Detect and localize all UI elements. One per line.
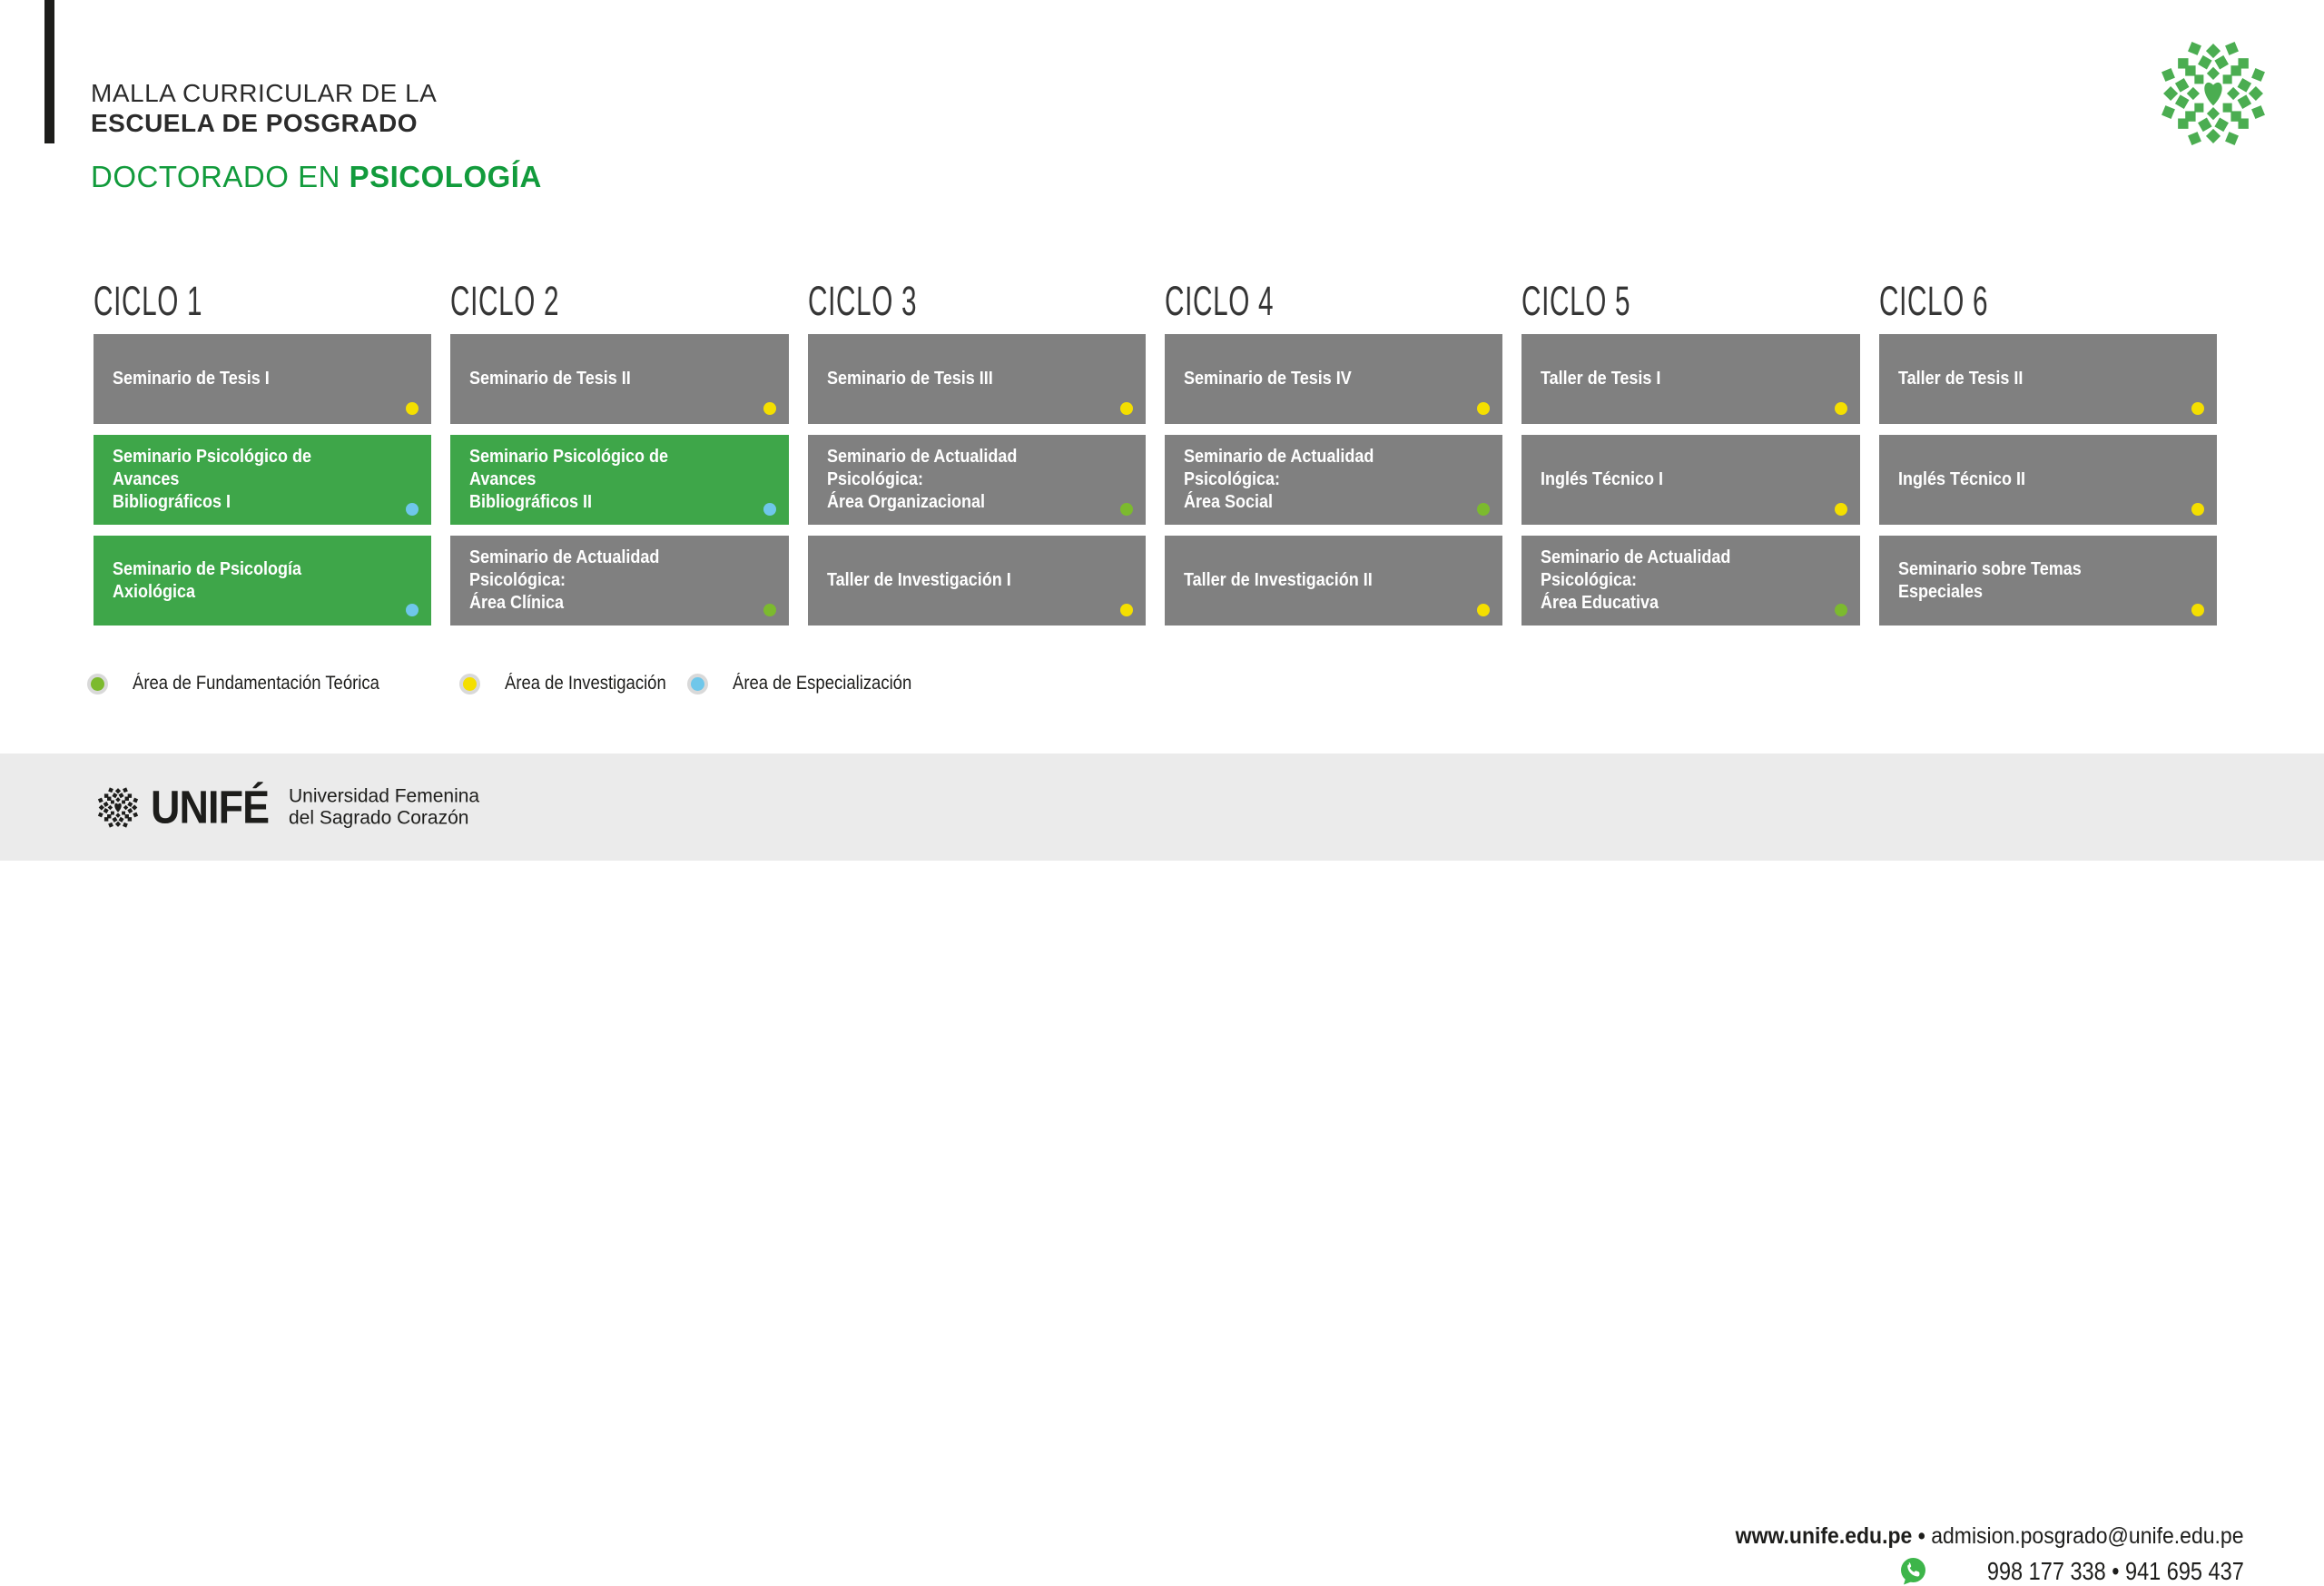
- course-card: Seminario Psicológico de Avances Bibliog…: [450, 435, 789, 525]
- area-dot: [2191, 604, 2204, 616]
- area-dot: [1834, 402, 1847, 415]
- cycle-column-5: CICLO 5 Taller de Tesis I Inglés Técnico…: [1521, 278, 1860, 626]
- unife-mandala-logo-icon: [94, 783, 142, 831]
- area-dot: [763, 503, 776, 516]
- area-dot: [1834, 503, 1847, 516]
- area-dot: [763, 604, 776, 616]
- cycle-column-1: CICLO 1 Seminario de Tesis I Seminario P…: [94, 278, 432, 626]
- cycle-label: CICLO 1: [94, 278, 203, 324]
- brand-wordmark: UNIFÉ: [151, 781, 270, 833]
- area-dot: [406, 402, 419, 415]
- cycle-label: CICLO 6: [1878, 278, 1988, 324]
- legend-dot-green: [87, 673, 108, 694]
- accent-bar: [44, 0, 54, 143]
- area-dot: [1120, 503, 1133, 516]
- footer-brand-group: UNIFÉ Universidad Femenina del Sagrado C…: [94, 781, 479, 834]
- course-card: Seminario de Actualidad Psicológica: Áre…: [1521, 536, 1860, 626]
- org-name: Universidad Femenina del Sagrado Corazón: [289, 785, 480, 828]
- legend-item-teorica: Área de Fundamentación Teórica: [87, 673, 413, 694]
- legend-item-investigacion: Área de Investigación: [459, 673, 688, 694]
- cycle-label: CICLO 2: [450, 278, 560, 324]
- course-card: Seminario de Tesis III: [807, 334, 1146, 424]
- course-card: Seminario de Tesis IV: [1165, 334, 1503, 424]
- course-card: Inglés Técnico II: [1878, 435, 2217, 525]
- cycle-label: CICLO 5: [1521, 278, 1631, 324]
- curriculum-grid: CICLO 1 Seminario de Tesis I Seminario P…: [94, 281, 2217, 626]
- phone-numbers: 998 177 338 • 941 695 437: [1987, 1556, 2244, 1585]
- program-prefix: DOCTORADO EN: [91, 160, 350, 193]
- area-dot: [763, 402, 776, 415]
- area-dot: [1120, 402, 1133, 415]
- program-title: DOCTORADO EN PSICOLOGÍA: [91, 160, 542, 194]
- kicker-line2: ESCUELA DE POSGRADO: [91, 109, 419, 137]
- unife-mandala-logo-icon: [2152, 33, 2274, 154]
- course-card: Taller de Tesis II: [1878, 334, 2217, 424]
- cycle-column-6: CICLO 6 Taller de Tesis II Inglés Técnic…: [1878, 278, 2217, 626]
- website-link: www.unife.edu.pe: [1736, 1523, 1913, 1549]
- area-dot: [406, 503, 419, 516]
- area-dot: [2191, 402, 2204, 415]
- course-card: Taller de Investigación II: [1165, 536, 1503, 626]
- footer-band: UNIFÉ Universidad Femenina del Sagrado C…: [0, 754, 2324, 1585]
- course-card: Seminario de Tesis I: [94, 334, 432, 424]
- contact-line: www.unife.edu.pe • admision.posgrado@uni…: [1736, 1523, 2244, 1549]
- area-dot: [1477, 503, 1491, 516]
- cycle-label: CICLO 4: [1165, 278, 1275, 324]
- cycle-column-3: CICLO 3 Seminario de Tesis III Seminario…: [807, 278, 1146, 626]
- area-dot: [1120, 604, 1133, 616]
- course-card: Seminario de Actualidad Psicológica: Áre…: [1165, 435, 1503, 525]
- course-card: Inglés Técnico I: [1521, 435, 1860, 525]
- whatsapp-icon: [1898, 1556, 1928, 1586]
- course-card: Seminario Psicológico de Avances Bibliog…: [94, 435, 432, 525]
- course-card: Seminario sobre Temas Especiales: [1878, 536, 2217, 626]
- poster-kicker: MALLA CURRICULAR DE LA ESCUELA DE POSGRA…: [91, 78, 437, 138]
- legend-dot-blue: [687, 673, 708, 694]
- legend-dot-yellow: [459, 673, 480, 694]
- legend-item-especializacion: Área de Especialización: [687, 673, 936, 694]
- course-card: Seminario de Tesis II: [450, 334, 789, 424]
- area-dot: [406, 604, 419, 616]
- email-address: admision.posgrado@unife.edu.pe: [1931, 1523, 2244, 1549]
- phone-line: 998 177 338 • 941 695 437: [1691, 1556, 2244, 1586]
- cycle-column-2: CICLO 2 Seminario de Tesis II Seminario …: [450, 278, 789, 626]
- area-dot: [1477, 604, 1491, 616]
- area-dot: [1834, 604, 1847, 616]
- kicker-line1: MALLA CURRICULAR DE LA: [91, 79, 438, 107]
- course-card: Taller de Investigación I: [807, 536, 1146, 626]
- cycle-label: CICLO 3: [807, 278, 917, 324]
- area-legend: Área de Fundamentación Teórica Área de I…: [0, 673, 2324, 696]
- program-name: PSICOLOGÍA: [349, 160, 542, 193]
- course-card: Seminario de Psicología Axiológica: [94, 536, 432, 626]
- area-dot: [2191, 503, 2204, 516]
- footer-contact-group: www.unife.edu.pe • admision.posgrado@uni…: [1691, 1523, 2244, 1586]
- area-dot: [1477, 402, 1491, 415]
- course-card: Seminario de Actualidad Psicológica: Áre…: [807, 435, 1146, 525]
- cycle-column-4: CICLO 4 Seminario de Tesis IV Seminario …: [1165, 278, 1503, 626]
- course-card: Taller de Tesis I: [1521, 334, 1860, 424]
- course-card: Seminario de Actualidad Psicológica: Áre…: [450, 536, 789, 626]
